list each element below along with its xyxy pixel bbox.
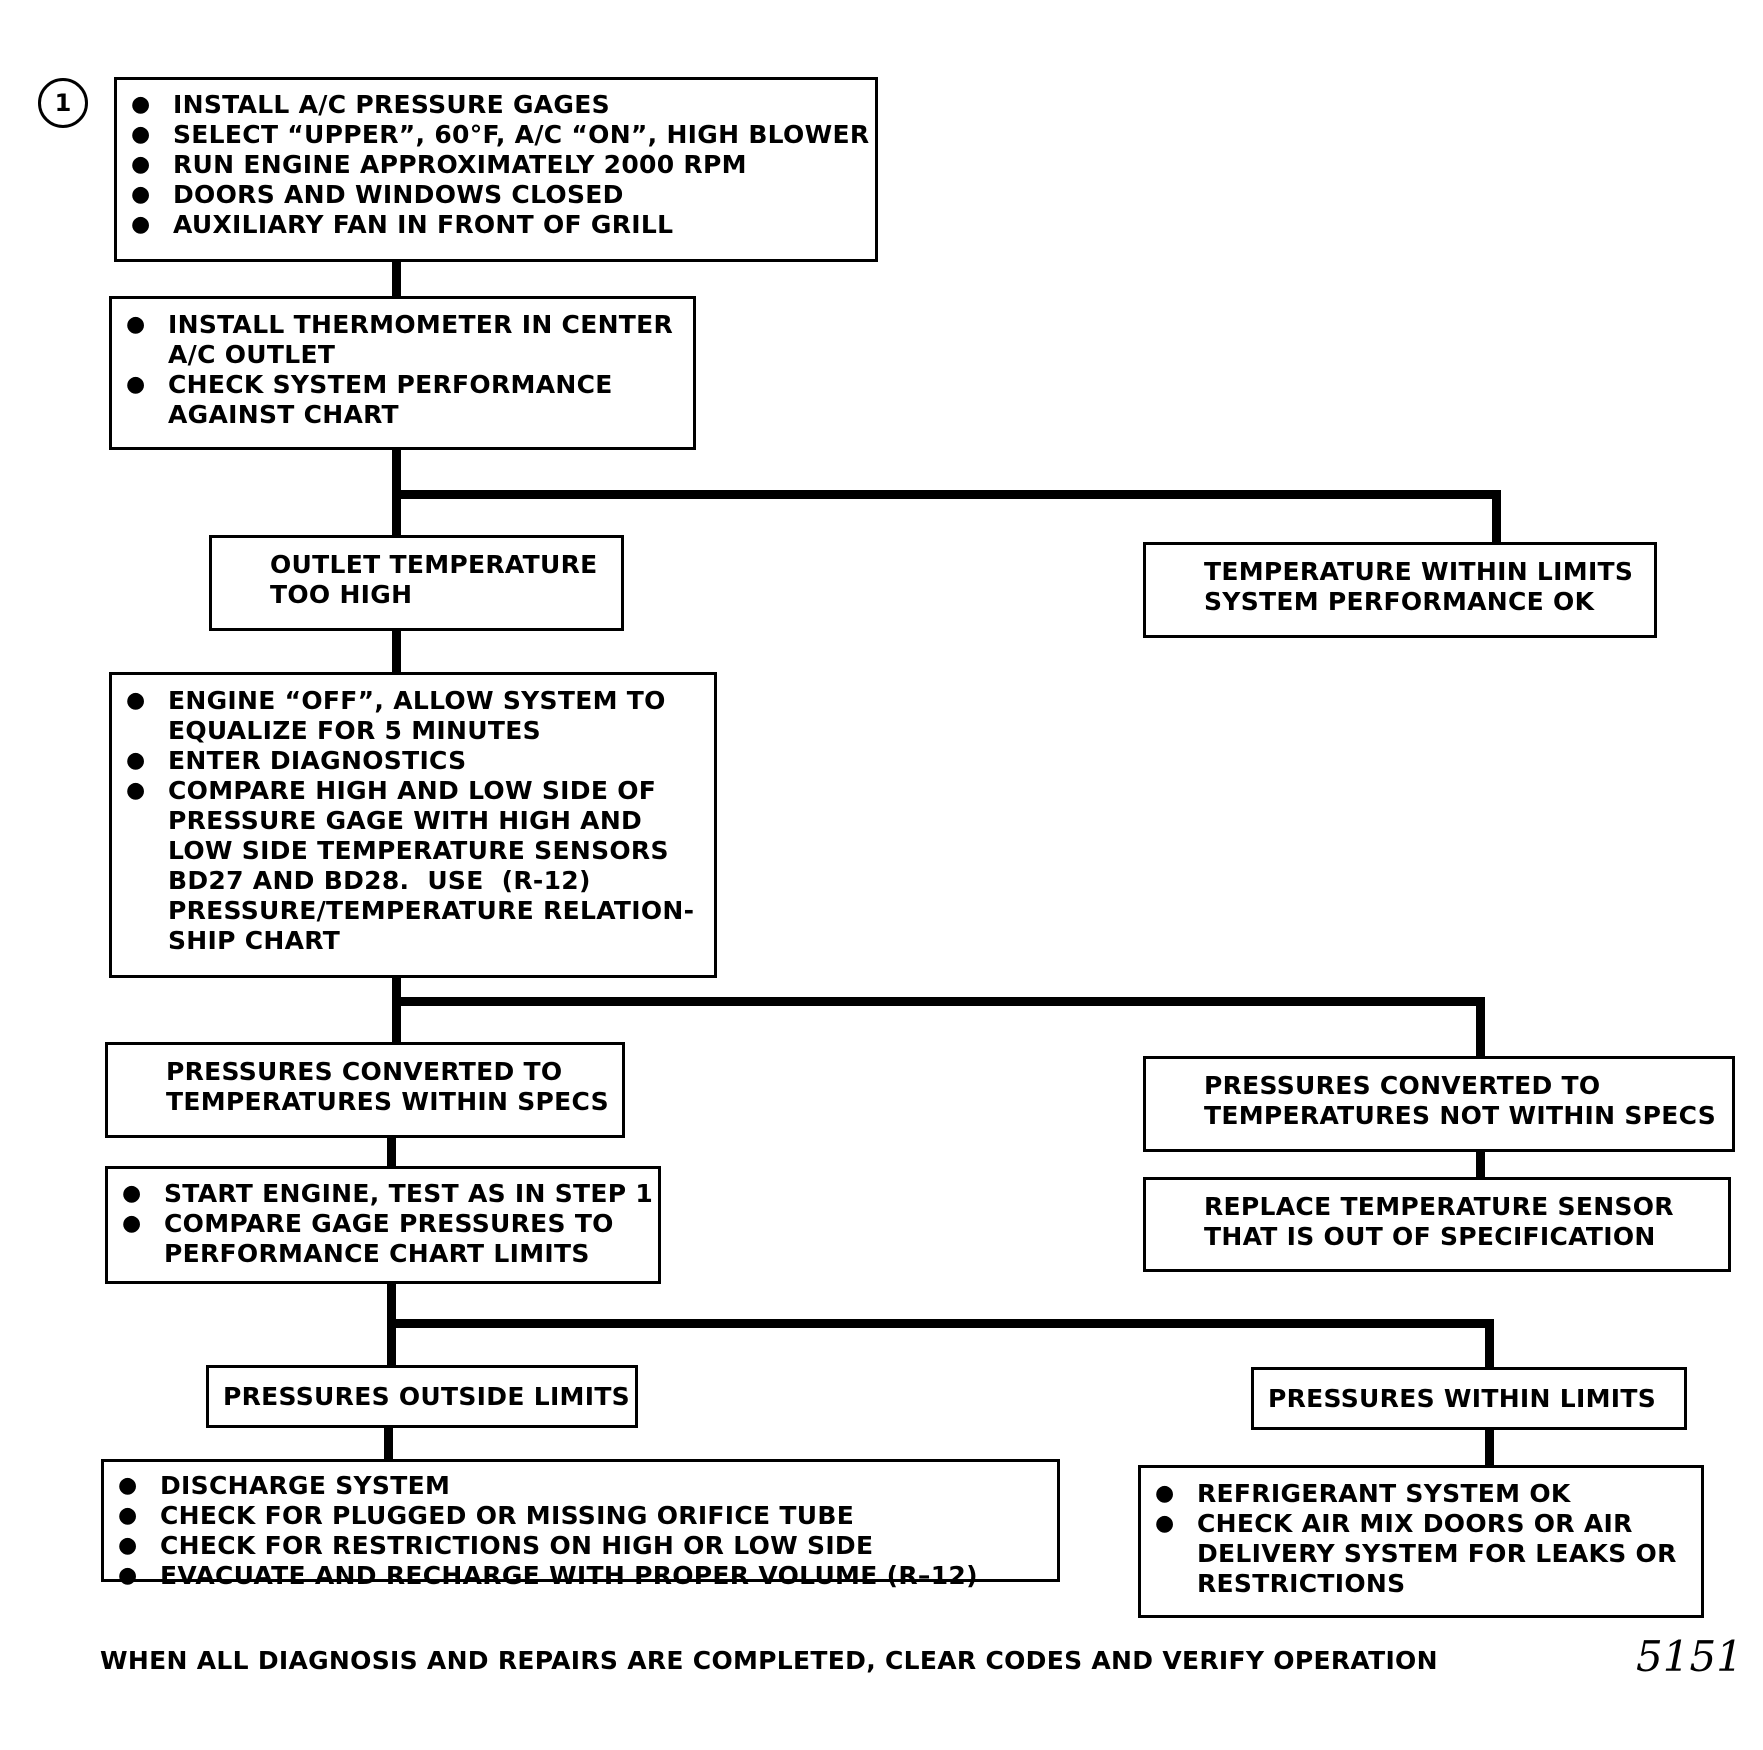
connector-outlet-to-engine-off xyxy=(392,628,401,674)
pressures-outside-limits-box: PRESSURES OUTSIDE LIMITS xyxy=(206,1365,638,1428)
connector-branch-1-horizontal xyxy=(392,490,1501,499)
temperature-within-limits-text: TEMPERATURE WITHIN LIMITS SYSTEM PERFORM… xyxy=(1204,557,1634,616)
discharge-step: CHECK FOR RESTRICTIONS ON HIGH OR LOW SI… xyxy=(104,1531,1057,1561)
start-engine-step: COMPARE GAGE PRESSURES TO PERFORMANCE CH… xyxy=(108,1209,658,1269)
connector-branch-2-horizontal xyxy=(392,997,1485,1006)
engine-off-step: ENGINE “OFF”, ALLOW SYSTEM TO EQUALIZE F… xyxy=(112,686,714,746)
pressures-not-within-specs-text: PRESSURES CONVERTED TO TEMPERATURES NOT … xyxy=(1204,1071,1717,1130)
connector-outside-to-discharge xyxy=(384,1425,393,1462)
pressures-within-limits-text: PRESSURES WITHIN LIMITS xyxy=(1268,1384,1657,1413)
discharge-step: DISCHARGE SYSTEM xyxy=(104,1471,1057,1501)
engine-off-step: ENTER DIAGNOSTICS xyxy=(112,746,714,776)
connector-branch-3-horizontal xyxy=(387,1319,1494,1328)
temperature-within-limits-box: TEMPERATURE WITHIN LIMITS SYSTEM PERFORM… xyxy=(1143,542,1657,638)
discharge-repair-box: DISCHARGE SYSTEM CHECK FOR PLUGGED OR MI… xyxy=(101,1459,1060,1591)
pressures-outside-limits-text: PRESSURES OUTSIDE LIMITS xyxy=(223,1382,630,1411)
discharge-step: CHECK FOR PLUGGED OR MISSING ORIFICE TUB… xyxy=(104,1501,1057,1531)
setup-step: AUXILIARY FAN IN FRONT OF GRILL xyxy=(117,210,875,240)
pressures-within-limits-box: PRESSURES WITHIN LIMITS xyxy=(1251,1367,1687,1430)
replace-sensor-box: REPLACE TEMPERATURE SENSOR THAT IS OUT O… xyxy=(1143,1177,1731,1272)
thermometer-step: CHECK SYSTEM PERFORMANCE AGAINST CHART xyxy=(112,370,693,430)
engine-off-diagnostics-box: ENGINE “OFF”, ALLOW SYSTEM TO EQUALIZE F… xyxy=(109,672,717,978)
setup-step: RUN ENGINE APPROXIMATELY 2000 RPM xyxy=(117,150,875,180)
pressures-within-specs-text: PRESSURES CONVERTED TO TEMPERATURES WITH… xyxy=(166,1057,609,1116)
connector-branch-1-right-drop xyxy=(1492,490,1501,544)
refrigerant-step: CHECK AIR MIX DOORS OR AIR DELIVERY SYST… xyxy=(1141,1509,1701,1599)
figure-number: 5151 xyxy=(1636,1632,1743,1681)
connector-engine-off-down xyxy=(392,975,401,1045)
start-engine-step: START ENGINE, TEST AS IN STEP 1 xyxy=(108,1179,658,1209)
setup-steps-box: INSTALL A/C PRESSURE GAGES SELECT “UPPER… xyxy=(114,77,878,262)
discharge-step: EVACUATE AND RECHARGE WITH PROPER VOLUME… xyxy=(104,1561,1057,1591)
outlet-temperature-too-high-box: OUTLET TEMPERATURE TOO HIGH xyxy=(209,535,624,631)
connector-within-specs-to-start xyxy=(387,1136,396,1169)
setup-step: SELECT “UPPER”, 60°F, A/C “ON”, HIGH BLO… xyxy=(117,120,875,150)
refrigerant-ok-box: REFRIGERANT SYSTEM OK CHECK AIR MIX DOOR… xyxy=(1138,1465,1704,1618)
pressures-not-within-specs-box: PRESSURES CONVERTED TO TEMPERATURES NOT … xyxy=(1143,1056,1735,1152)
connector-not-within-to-replace xyxy=(1476,1150,1485,1179)
step-number-badge: 1 xyxy=(38,78,88,128)
connector-branch-3-right-drop xyxy=(1485,1319,1494,1369)
outlet-temperature-too-high-text: OUTLET TEMPERATURE TOO HIGH xyxy=(270,550,598,609)
start-engine-test-box: START ENGINE, TEST AS IN STEP 1 COMPARE … xyxy=(105,1166,661,1284)
thermometer-check-box: INSTALL THERMOMETER IN CENTER A/C OUTLET… xyxy=(109,296,696,450)
connector-setup-to-thermometer xyxy=(392,259,401,299)
engine-off-step: COMPARE HIGH AND LOW SIDE OF PRESSURE GA… xyxy=(112,776,714,956)
setup-step: INSTALL A/C PRESSURE GAGES xyxy=(117,90,875,120)
connector-within-to-refrigerant xyxy=(1485,1428,1494,1468)
setup-step: DOORS AND WINDOWS CLOSED xyxy=(117,180,875,210)
connector-branch-2-right-drop xyxy=(1476,997,1485,1059)
refrigerant-step: REFRIGERANT SYSTEM OK xyxy=(1141,1479,1701,1509)
replace-sensor-text: REPLACE TEMPERATURE SENSOR THAT IS OUT O… xyxy=(1204,1192,1674,1251)
thermometer-step: INSTALL THERMOMETER IN CENTER A/C OUTLET xyxy=(112,310,693,370)
pressures-within-specs-box: PRESSURES CONVERTED TO TEMPERATURES WITH… xyxy=(105,1042,625,1138)
footer-instruction: WHEN ALL DIAGNOSIS AND REPAIRS ARE COMPL… xyxy=(100,1646,1438,1675)
